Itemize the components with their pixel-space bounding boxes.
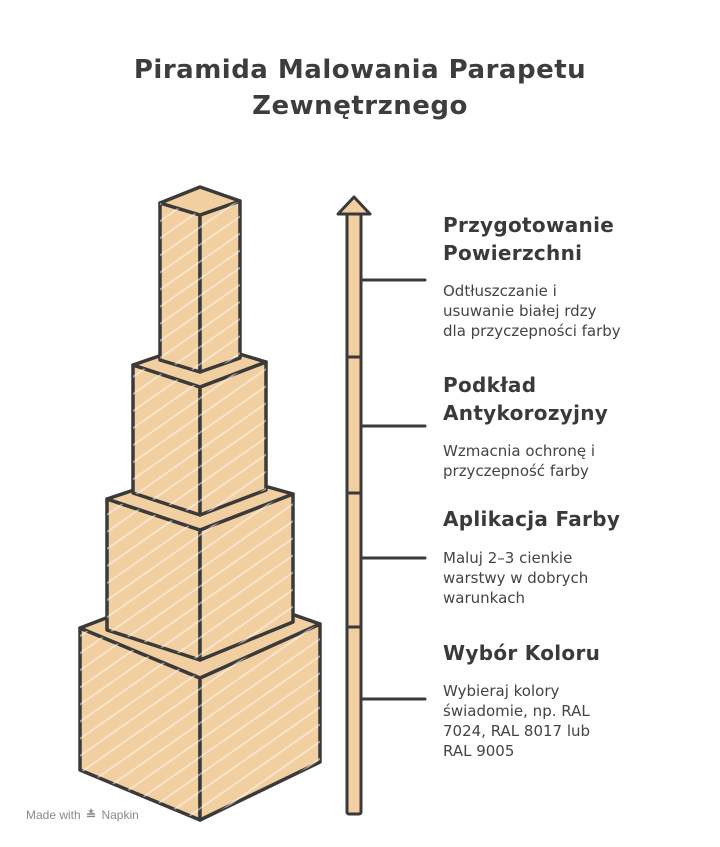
pyramid-block-top bbox=[160, 187, 240, 372]
step-color-choice: Wybór Koloru Wybieraj kolory świadomie, … bbox=[443, 639, 713, 761]
step-description: Odtłuszczanie i usuwanie białej rdzy dla… bbox=[443, 281, 713, 341]
step-anticorrosive-primer: Podkład Antykorozyjny Wzmacnia ochronę i… bbox=[443, 371, 713, 481]
step-desc-line: 7024, RAL 8017 lub bbox=[443, 722, 590, 740]
step-desc-line: RAL 9005 bbox=[443, 742, 514, 760]
napkin-logo-icon: ≛ bbox=[86, 808, 96, 822]
step-description: Wzmacnia ochronę i przyczepność farby bbox=[443, 441, 713, 481]
step-desc-line: Wzmacnia ochronę i bbox=[443, 442, 595, 460]
step-desc-line: świadomie, np. RAL bbox=[443, 702, 590, 720]
step-desc-line: przyczepność farby bbox=[443, 462, 589, 480]
step-heading: Podkład Antykorozyjny bbox=[443, 371, 713, 427]
step-heading-line: Przygotowanie bbox=[443, 213, 614, 237]
napkin-brand: Napkin bbox=[101, 808, 138, 822]
step-description: Wybieraj kolory świadomie, np. RAL 7024,… bbox=[443, 681, 713, 761]
step-desc-line: usuwanie białej rdzy bbox=[443, 302, 596, 320]
step-desc-line: dla przyczepności farby bbox=[443, 322, 621, 340]
step-description: Maluj 2–3 cienkie warstwy w dobrych waru… bbox=[443, 548, 713, 608]
made-with-label: Made with bbox=[26, 808, 81, 822]
step-heading: Wybór Koloru bbox=[443, 639, 713, 667]
made-with-footer: Made with ≛ Napkin bbox=[26, 808, 139, 822]
step-desc-line: Wybieraj kolory bbox=[443, 682, 559, 700]
step-desc-line: warstwy w dobrych bbox=[443, 569, 588, 587]
step-heading: Przygotowanie Powierzchni bbox=[443, 211, 713, 267]
step-heading-line: Wybór Koloru bbox=[443, 641, 600, 665]
step-heading-line: Antykorozyjny bbox=[443, 401, 608, 425]
step-heading-line: Podkład bbox=[443, 373, 536, 397]
step-desc-line: warunkach bbox=[443, 589, 525, 607]
step-heading-line: Aplikacja Farby bbox=[443, 507, 620, 531]
step-desc-line: Maluj 2–3 cienkie bbox=[443, 549, 572, 567]
step-heading: Aplikacja Farby bbox=[443, 505, 713, 533]
step-heading-line: Powierzchni bbox=[443, 241, 582, 265]
step-paint-application: Aplikacja Farby Maluj 2–3 cienkie warstw… bbox=[443, 505, 713, 608]
step-surface-preparation: Przygotowanie Powierzchni Odtłuszczanie … bbox=[443, 211, 713, 341]
step-desc-line: Odtłuszczanie i bbox=[443, 282, 557, 300]
progress-arrow bbox=[338, 197, 370, 814]
